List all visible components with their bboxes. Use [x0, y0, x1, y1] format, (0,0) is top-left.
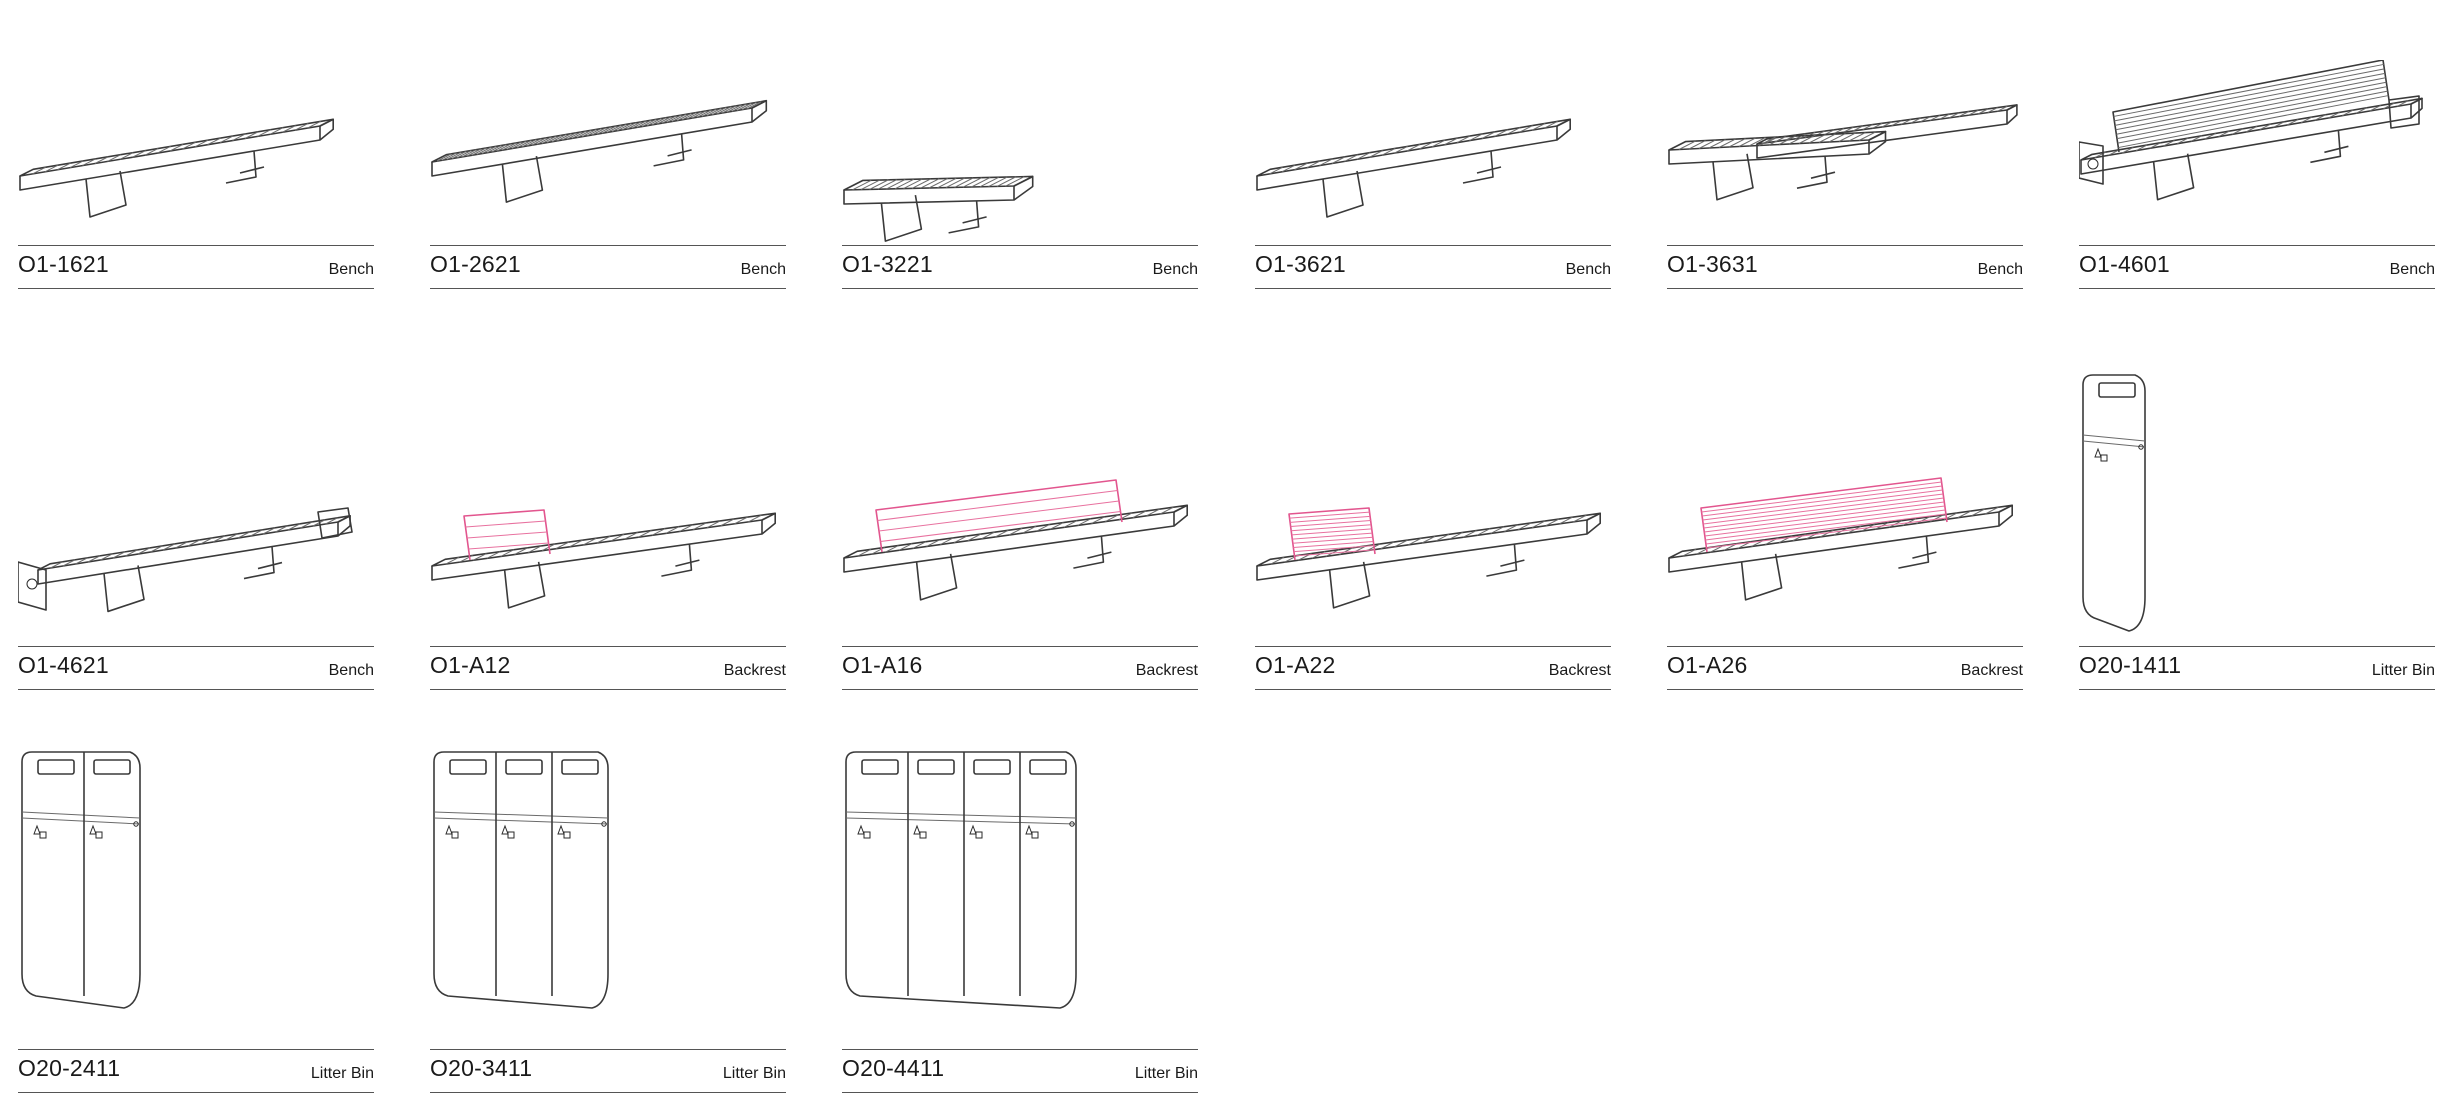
product-code: O1-2621: [430, 251, 521, 277]
product-category: Bench: [328, 261, 374, 278]
product-category: Bench: [740, 261, 786, 278]
litter-bin-quad-icon: [842, 734, 1198, 1034]
backrest-slatted-icon: [1255, 460, 1611, 620]
product-category: Bench: [1565, 261, 1611, 278]
product-category: Bench: [1152, 261, 1198, 278]
bench-long-icon: [430, 70, 786, 230]
product-code: O20-4411: [842, 1055, 945, 1081]
backrest-slatted-wide-icon: [1667, 452, 2023, 612]
product-code: O1-4601: [2079, 251, 2170, 277]
product-caption: O1-4601 Bench: [2079, 245, 2435, 289]
product-category: Backrest: [1135, 662, 1198, 679]
product-caption: O1-A22 Backrest: [1255, 646, 1611, 690]
product-category: Bench: [2389, 261, 2435, 278]
product-card[interactable]: O20-2411 Litter Bin: [18, 751, 374, 1093]
product-caption: O1-3621 Bench: [1255, 245, 1611, 289]
product-caption: O20-4411 Litter Bin: [842, 1049, 1198, 1093]
product-caption: O1-A26 Backrest: [1667, 646, 2023, 690]
backrest-small-icon: [430, 460, 786, 620]
product-caption: O1-A12 Backrest: [430, 646, 786, 690]
product-code: O20-1411: [2079, 652, 2182, 678]
product-card[interactable]: O1-4601 Bench: [2079, 0, 2435, 289]
product-code: O1-1621: [18, 251, 109, 277]
bench-armrest-icon: [18, 470, 374, 630]
product-card[interactable]: O1-3631 Bench: [1667, 0, 2023, 289]
product-card[interactable]: O1-3221 Bench: [842, 0, 1198, 289]
product-code: O20-2411: [18, 1055, 121, 1081]
product-code: O1-3631: [1667, 251, 1758, 277]
product-caption: O1-1621 Bench: [18, 245, 374, 289]
product-code: O1-A26: [1667, 652, 1748, 678]
product-caption: O1-2621 Bench: [430, 245, 786, 289]
product-caption: O20-1411 Litter Bin: [2079, 646, 2435, 690]
product-caption: O1-4621 Bench: [18, 646, 374, 690]
product-category: Backrest: [723, 662, 786, 679]
product-category: Bench: [328, 662, 374, 679]
bench-corner-icon: [1667, 70, 2023, 230]
product-card[interactable]: O1-4621 Bench: [18, 401, 374, 690]
product-code: O1-4621: [18, 652, 109, 678]
bench-straight-icon: [18, 80, 374, 240]
product-code: O1-3221: [842, 251, 933, 277]
bench-backrest-armrest-icon: [2079, 60, 2435, 220]
product-card[interactable]: O1-3621 Bench: [1255, 0, 1611, 289]
product-card[interactable]: O20-1411 Litter Bin: [2079, 374, 2435, 690]
backrest-wide-icon: [842, 452, 1198, 612]
product-caption: O20-2411 Litter Bin: [18, 1049, 374, 1093]
product-category: Litter Bin: [1134, 1065, 1198, 1082]
litter-bin-single-icon: [2079, 357, 2435, 657]
product-caption: O20-3411 Litter Bin: [430, 1049, 786, 1093]
bench-straight-icon: [1255, 80, 1611, 240]
product-caption: O1-A16 Backrest: [842, 646, 1198, 690]
litter-bin-double-icon: [18, 734, 374, 1034]
product-code: O20-3411: [430, 1055, 533, 1081]
litter-bin-triple-icon: [430, 734, 786, 1034]
product-caption: O1-3631 Bench: [1667, 245, 2023, 289]
product-card[interactable]: O1-A12 Backrest: [430, 401, 786, 690]
product-category: Litter Bin: [2371, 662, 2435, 679]
product-card[interactable]: O1-2621 Bench: [430, 0, 786, 289]
product-card[interactable]: O20-3411 Litter Bin: [430, 751, 786, 1093]
product-card[interactable]: O1-A22 Backrest: [1255, 401, 1611, 690]
product-card[interactable]: O1-1621 Bench: [18, 0, 374, 289]
product-category: Litter Bin: [722, 1065, 786, 1082]
product-code: O1-A12: [430, 652, 511, 678]
product-category: Bench: [1977, 261, 2023, 278]
product-category: Backrest: [1960, 662, 2023, 679]
product-code: O1-3621: [1255, 251, 1346, 277]
product-caption: O1-3221 Bench: [842, 245, 1198, 289]
product-card[interactable]: O20-4411 Litter Bin: [842, 751, 1198, 1093]
product-card[interactable]: O1-A26 Backrest: [1667, 401, 2023, 690]
bench-short-icon: [842, 100, 1198, 260]
product-code: O1-A16: [842, 652, 923, 678]
product-category: Backrest: [1548, 662, 1611, 679]
product-card[interactable]: O1-A16 Backrest: [842, 401, 1198, 690]
product-code: O1-A22: [1255, 652, 1336, 678]
product-category: Litter Bin: [310, 1065, 374, 1082]
